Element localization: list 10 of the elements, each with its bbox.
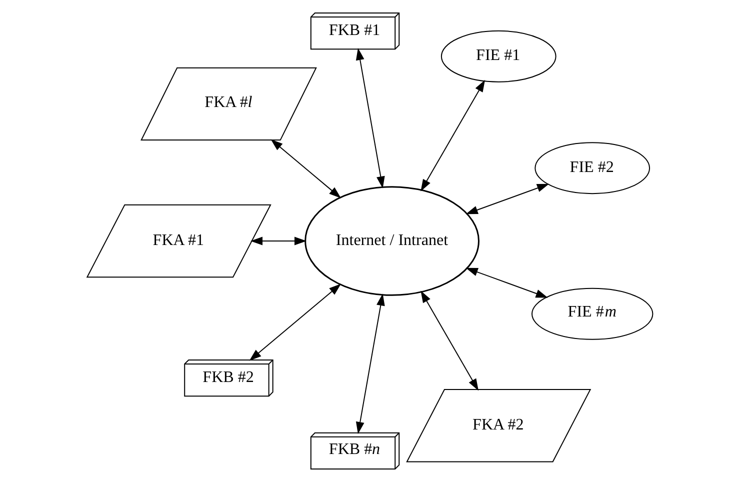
node-ellipse: FIE #1 bbox=[440, 30, 556, 82]
arrow bbox=[355, 48, 384, 188]
arrow bbox=[355, 293, 384, 434]
arrow bbox=[250, 236, 306, 245]
arrow bbox=[465, 267, 548, 298]
arrow bbox=[248, 283, 341, 360]
arrow bbox=[420, 290, 478, 390]
arrow bbox=[420, 79, 485, 191]
arrow bbox=[465, 183, 549, 214]
arrow bbox=[270, 138, 341, 198]
